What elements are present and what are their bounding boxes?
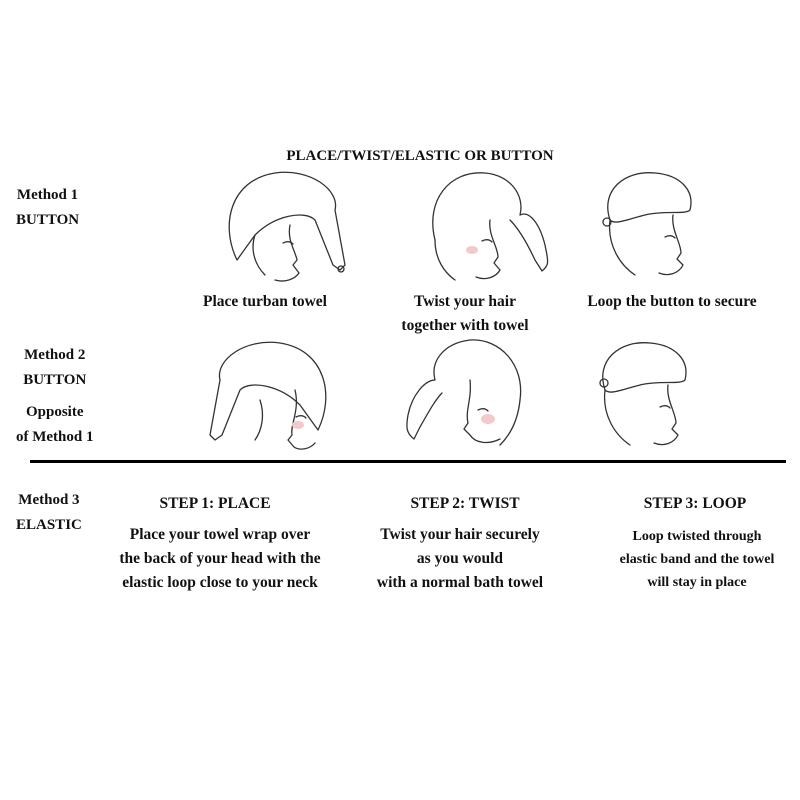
main-title: PLACE/TWIST/ELASTIC OR BUTTON bbox=[286, 148, 554, 164]
step-3-description: Loop twisted through elastic band and th… bbox=[620, 525, 775, 594]
method-2-type: BUTTON bbox=[23, 372, 87, 388]
head-illustration-loop-opposite bbox=[599, 342, 687, 446]
step-3-line: Loop twisted through bbox=[632, 529, 762, 544]
head-illustration-place bbox=[228, 171, 346, 282]
head-illustration-loop bbox=[602, 172, 692, 276]
head-illustration-twist bbox=[432, 172, 549, 281]
step-2-line: with a normal bath towel bbox=[376, 574, 544, 591]
step-3-line: will stay in place bbox=[647, 575, 747, 590]
head-illustration-place-opposite bbox=[209, 341, 327, 450]
method-2-name: Method 2 bbox=[24, 347, 86, 363]
caption-twist-line-2: together with towel bbox=[401, 317, 529, 334]
method-2-note-2: of Method 1 bbox=[16, 429, 94, 445]
method-3-label: Method 3 ELASTIC bbox=[16, 488, 82, 538]
step-1-line: Place your towel wrap over bbox=[129, 526, 311, 543]
section-divider bbox=[30, 460, 786, 463]
method-2-note-1: Opposite bbox=[25, 404, 84, 420]
method-3-type: ELASTIC bbox=[16, 517, 82, 533]
step-1-line: the back of your head with the bbox=[119, 550, 321, 567]
step-1-description: Place your towel wrap over the back of y… bbox=[119, 523, 320, 595]
caption-twist-line-1: Twist your hair bbox=[414, 293, 516, 310]
step-2-title: STEP 2: TWIST bbox=[410, 495, 520, 512]
caption-place-turban: Place turban towel bbox=[203, 293, 327, 310]
step-1-line: elastic loop close to your neck bbox=[122, 574, 318, 591]
method-2-label: Method 2 BUTTON Opposite of Method 1 bbox=[16, 343, 94, 450]
step-2-line: as you would bbox=[416, 550, 504, 567]
method-1-name: Method 1 bbox=[16, 187, 79, 203]
step-3-line: elastic band and the towel bbox=[619, 552, 775, 567]
method-3-name: Method 3 bbox=[18, 492, 80, 508]
step-2-line: Twist your hair securely bbox=[380, 526, 540, 543]
caption-twist: Twist your hair together with towel bbox=[401, 290, 528, 338]
step-3-title: STEP 3: LOOP bbox=[643, 495, 747, 512]
method-1-type: BUTTON bbox=[16, 212, 80, 228]
step-2-description: Twist your hair securely as you would wi… bbox=[377, 523, 543, 595]
step-1-title: STEP 1: PLACE bbox=[159, 495, 271, 512]
caption-loop-button: Loop the button to secure bbox=[587, 293, 757, 310]
method-1-label: Method 1 BUTTON bbox=[16, 183, 79, 233]
head-illustration-twist-opposite bbox=[406, 339, 522, 446]
